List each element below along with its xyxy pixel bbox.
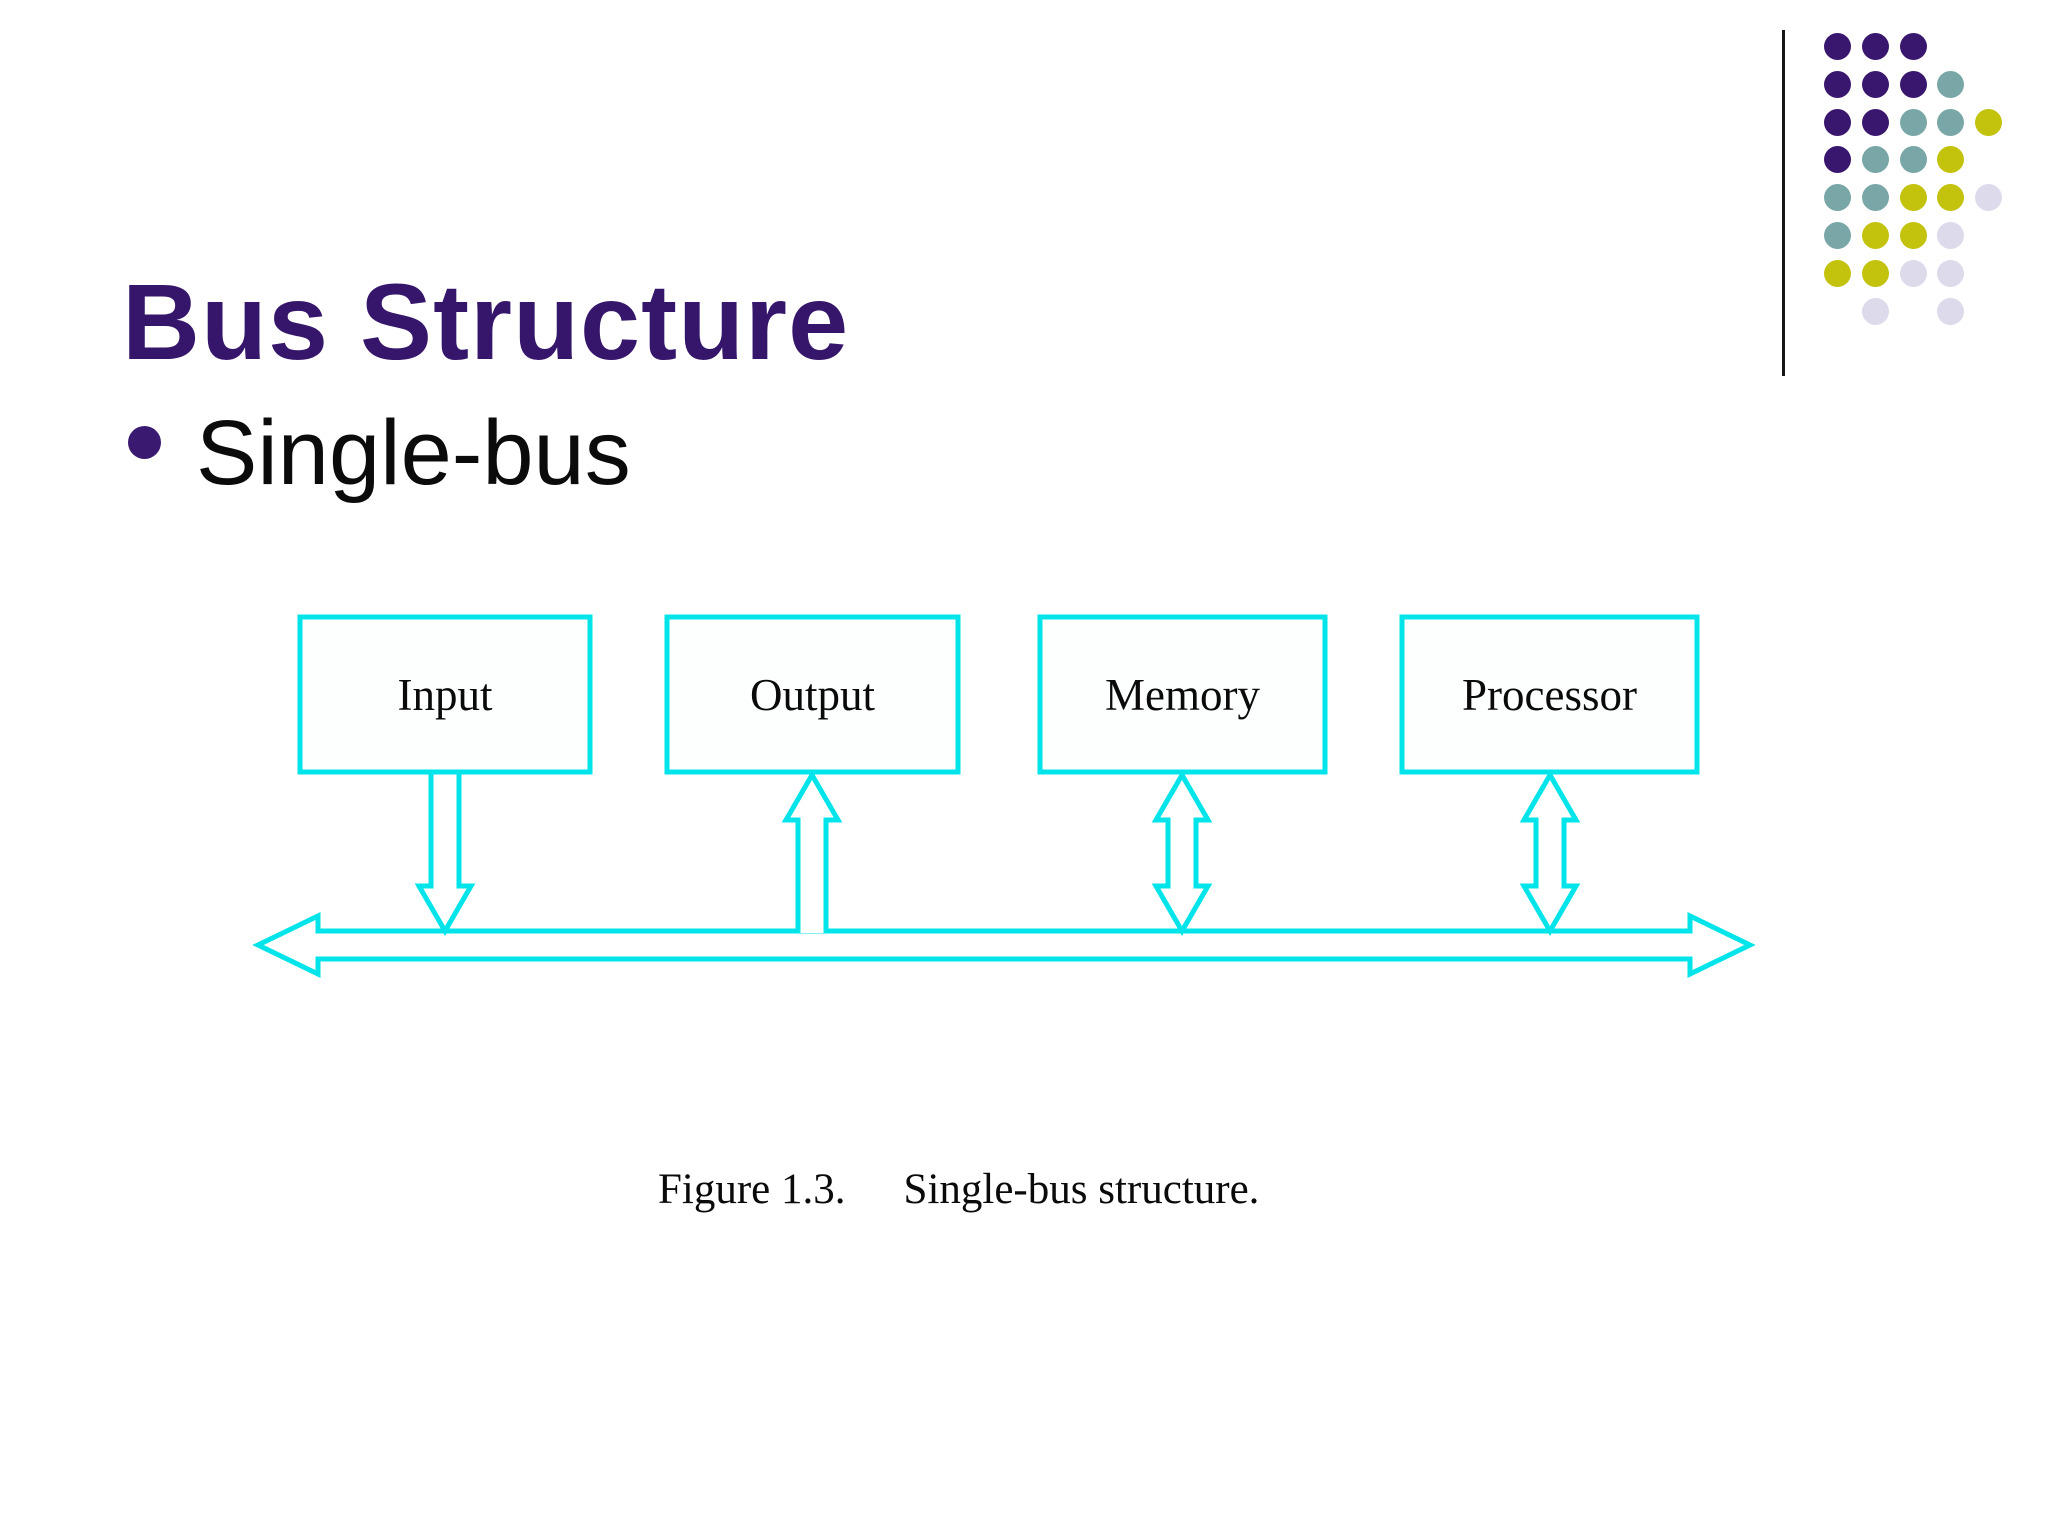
decorative-dot — [1937, 70, 1965, 98]
bus-arrow — [252, 912, 1756, 978]
decorative-dot — [1899, 184, 1927, 212]
decorative-vertical-line — [1782, 30, 1785, 376]
decorative-dot — [1861, 108, 1889, 136]
decorative-dot — [1937, 108, 1965, 136]
figure-caption: Figure 1.3. Single-bus structure. — [658, 1168, 1259, 1211]
decorative-dot — [1937, 222, 1965, 249]
arrow-both-processor — [1519, 770, 1581, 936]
box-label: Output — [750, 670, 876, 720]
decorative-dot — [1937, 146, 1965, 174]
decorative-dot — [1937, 184, 1965, 212]
decorative-dot — [1824, 184, 1851, 212]
decorative-dot — [1824, 259, 1851, 287]
decorative-dot — [1824, 70, 1851, 98]
decorative-dot — [1824, 33, 1851, 60]
figure-caption-number: Figure 1.3. — [658, 1166, 846, 1213]
box-label: Input — [398, 670, 493, 720]
decorative-dot — [1975, 184, 2003, 212]
box-label: Memory — [1105, 670, 1260, 720]
decorative-dot — [1975, 108, 2003, 136]
arrow-down-input — [414, 770, 476, 936]
box-output — [664, 614, 961, 775]
decorative-dot — [1824, 222, 1851, 249]
decorative-dot — [1861, 70, 1889, 98]
decorative-dot — [1861, 146, 1889, 174]
decorative-dot — [1861, 259, 1889, 287]
decorative-dot — [1899, 108, 1927, 136]
box-memory — [1037, 614, 1328, 775]
figure-caption-text: Single-bus structure. — [903, 1166, 1260, 1213]
arrow-up-output — [781, 770, 843, 933]
decorative-dot — [1861, 33, 1889, 60]
decorative-dot — [1899, 70, 1927, 98]
decorative-dot — [1899, 33, 1927, 60]
decorative-dot — [1824, 108, 1851, 136]
decorative-dot — [1861, 297, 1889, 325]
box-processor — [1399, 614, 1700, 775]
decorative-dot — [1899, 259, 1927, 287]
decorative-dot — [1824, 146, 1851, 174]
decorative-dot-grid — [1824, 33, 2024, 343]
decorative-dot — [1861, 184, 1889, 212]
decorative-dot — [1899, 222, 1927, 249]
bullet-item-single-bus: Single-bus — [196, 402, 631, 504]
decorative-dot — [1861, 222, 1889, 249]
decorative-dot — [1937, 297, 1965, 325]
decorative-dot — [1899, 146, 1927, 174]
slide-title: Bus Structure — [122, 261, 850, 383]
box-input — [297, 614, 593, 775]
bullet-icon — [128, 426, 161, 459]
decorative-dot — [1937, 259, 1965, 287]
box-label: Processor — [1462, 670, 1637, 720]
arrow-both-memory — [1151, 770, 1213, 936]
